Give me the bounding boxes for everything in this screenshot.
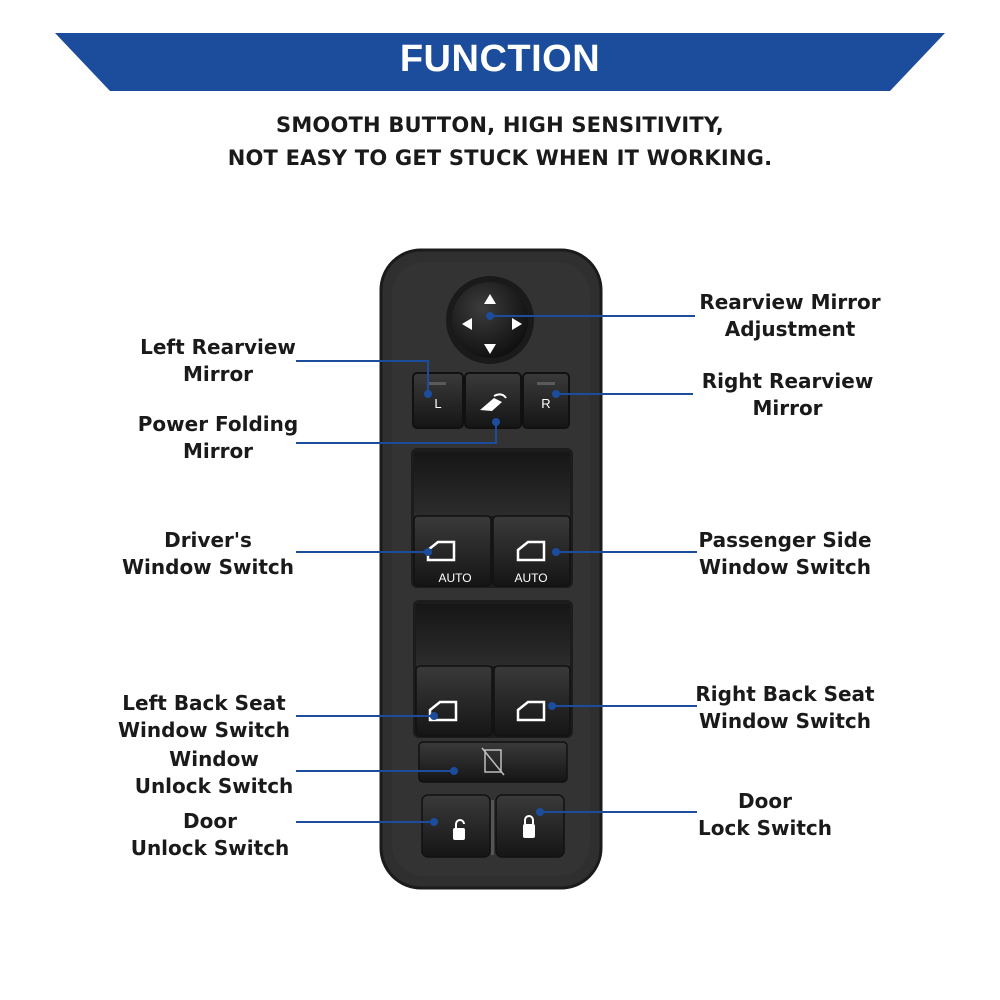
page-title: FUNCTION	[399, 38, 601, 80]
left-mirror-button[interactable]: L	[412, 372, 464, 429]
mirror-fold-icon	[480, 393, 507, 411]
window-icon	[428, 700, 458, 722]
right-mirror-label: R	[541, 396, 550, 411]
left-mirror-label: L	[434, 396, 441, 411]
door-lock-switch[interactable]	[495, 794, 565, 858]
driver-window-switch[interactable]: AUTO	[413, 515, 492, 587]
left-back-seat-window-switch[interactable]	[415, 665, 493, 737]
lock-icon	[523, 815, 535, 838]
leader-dots	[424, 312, 560, 826]
arrow-up-icon	[484, 294, 496, 304]
unlock-icon	[453, 819, 465, 840]
driver-auto-label: AUTO	[438, 571, 471, 585]
leader-power-folding	[296, 422, 497, 444]
leader-left-rearview	[296, 360, 429, 394]
door-unlock-switch[interactable]	[421, 794, 491, 858]
window-unlock-switch[interactable]	[418, 741, 568, 783]
power-folding-mirror-button[interactable]	[464, 372, 522, 429]
leader-lines	[296, 315, 697, 823]
right-mirror-button[interactable]: R	[522, 372, 570, 429]
window-icon	[516, 700, 546, 722]
window-lock-icon	[481, 747, 505, 776]
passenger-auto-label: AUTO	[514, 571, 547, 585]
right-back-seat-window-switch[interactable]	[493, 665, 571, 737]
arrow-left-icon	[462, 318, 472, 330]
subtitle-line-1: SMOOTH BUTTON, HIGH SENSITIVITY,	[276, 113, 724, 137]
arrow-right-icon	[512, 318, 522, 330]
subtitle-line-2: NOT EASY TO GET STUCK WHEN IT WORKING.	[227, 146, 773, 170]
arrow-down-icon	[484, 344, 496, 354]
window-icon	[516, 540, 546, 562]
header-banner	[55, 33, 945, 91]
